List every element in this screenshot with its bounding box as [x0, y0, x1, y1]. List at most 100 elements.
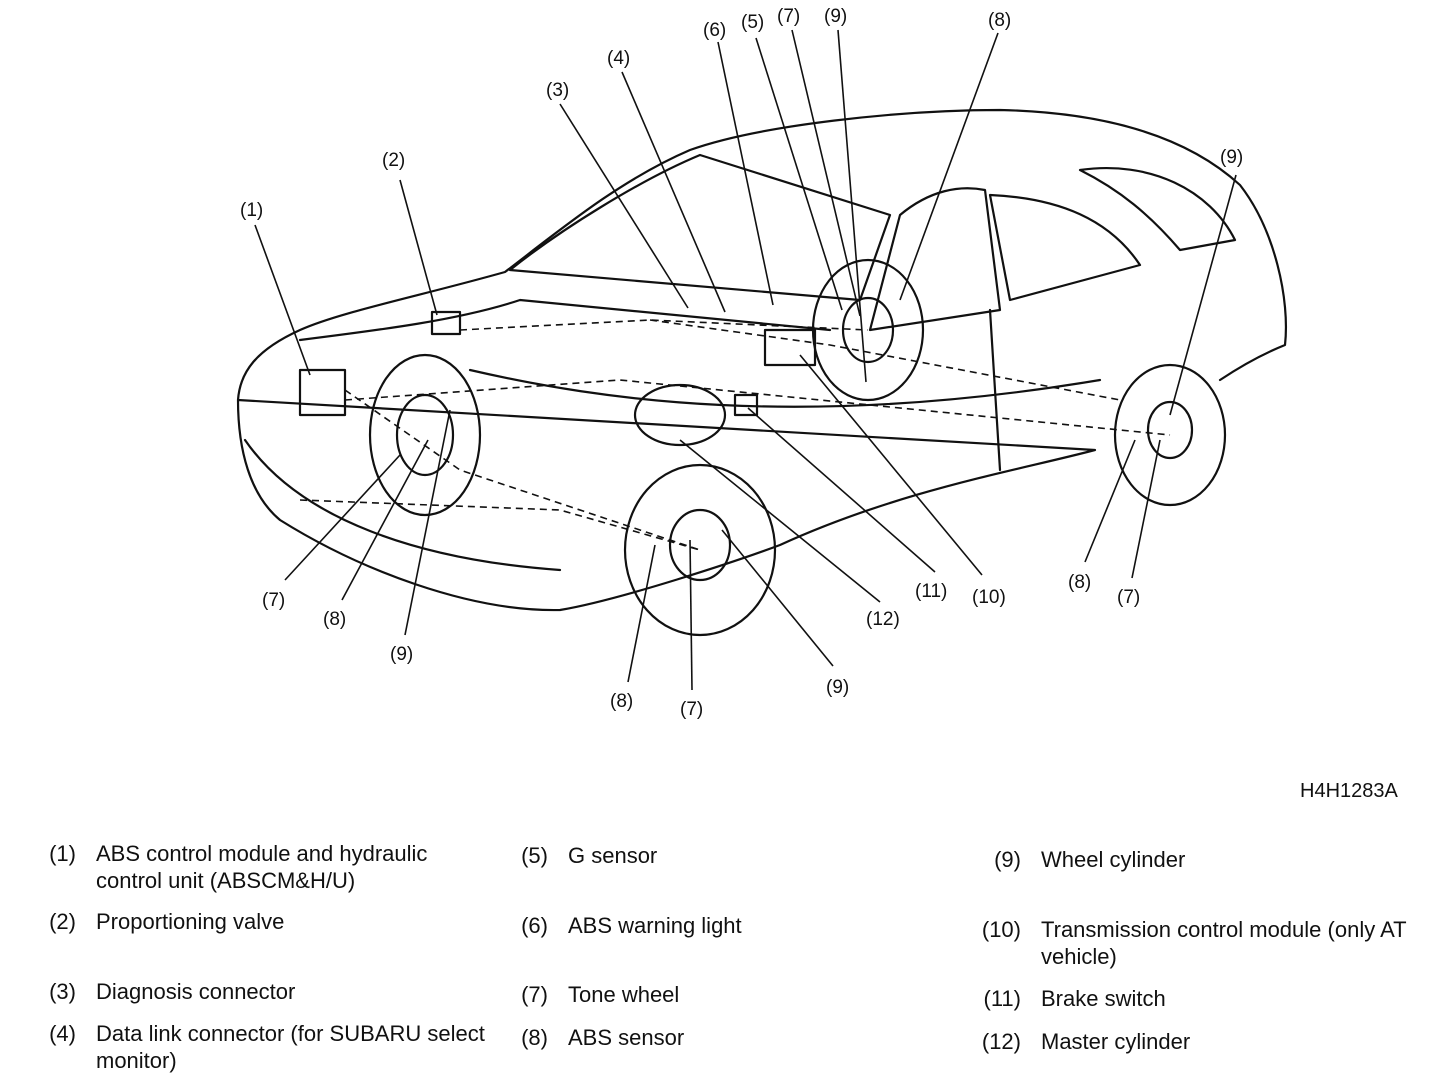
callout-8-top: (8): [988, 10, 1011, 31]
figure-code: H4H1283A: [1300, 780, 1398, 802]
legend-text: Transmission control module (only AT veh…: [1041, 917, 1407, 969]
brake-line-rear-left: [459, 319, 869, 331]
callout-7-front-right: (7): [680, 699, 703, 720]
side-window-rear: [988, 193, 1142, 302]
leader-8-rear: [1084, 439, 1136, 563]
harness-lower: [299, 499, 701, 551]
car-body-outline: [236, 108, 1288, 612]
rear-right-wheel: [1113, 363, 1227, 507]
sill-line: [468, 368, 1102, 408]
rear-window: [1078, 167, 1237, 252]
legend-text: ABS warning light: [568, 913, 742, 938]
callout-7-front-left: (7): [262, 590, 285, 611]
legend-number: (12): [981, 1029, 1021, 1054]
car-drawing: (1) (2) (3) (4) (6) (5) (7) (9) (8) (9) …: [236, 6, 1288, 720]
callout-9-front-left: (9): [390, 644, 413, 665]
legend-number: (7): [521, 982, 548, 1007]
legend-text: Brake switch: [1041, 986, 1166, 1011]
legend-item-6: (6) ABS warning light: [492, 912, 958, 939]
leader-12: [679, 439, 881, 603]
leader-9-rear: [1169, 174, 1237, 416]
callout-8-front-right: (8): [610, 691, 633, 712]
legend-text: Data link connector (for SUBARU select m…: [96, 1021, 485, 1073]
side-window-front: [868, 187, 1002, 332]
callout-12: (12): [866, 609, 900, 630]
hood-line: [298, 298, 832, 342]
leader-8-front-right: [627, 544, 656, 683]
leader-4: [621, 71, 726, 313]
legend-number: (1): [49, 841, 76, 866]
callout-8-rear: (8): [1068, 572, 1091, 593]
front-bumper: [243, 438, 562, 572]
windshield: [508, 153, 892, 302]
leader-6: [717, 41, 774, 306]
leader-9-front-left: [404, 409, 451, 636]
front-right-wheel: [623, 463, 777, 637]
callout-5: (5): [741, 12, 764, 33]
legend-text: ABS control module and hydraulic control…: [96, 841, 428, 893]
front-left-disc: [395, 393, 455, 477]
leader-8-top: [899, 32, 999, 301]
brake-switch: [733, 393, 759, 417]
abs-system-diagram: (1) (2) (3) (4) (6) (5) (7) (9) (8) (9) …: [236, 6, 1288, 720]
master-cylinder: [633, 383, 727, 447]
front-right-disc: [668, 508, 732, 582]
rear-left-disc: [841, 296, 895, 364]
door-line: [988, 308, 1002, 472]
abs-control-module: [298, 368, 347, 417]
legend-item-11: (11) Brake switch: [965, 985, 1436, 1012]
legend-item-10: (10) Transmission control module (only A…: [965, 916, 1436, 970]
legend-item-5: (5) G sensor: [492, 842, 958, 869]
callout-6: (6): [703, 20, 726, 41]
legend-item-8: (8) ABS sensor: [492, 1024, 958, 1051]
callout-1: (1): [240, 200, 263, 221]
callout-9-rear: (9): [1220, 147, 1243, 168]
proportioning-valve: [430, 310, 462, 336]
legend-text: Wheel cylinder: [1041, 847, 1186, 872]
legend-item-12: (12) Master cylinder: [965, 1028, 1436, 1055]
legend-number: (4): [49, 1021, 76, 1046]
leader-10: [799, 354, 983, 576]
leader-11: [747, 407, 936, 573]
leader-2: [399, 179, 438, 316]
legend-text: Proportioning valve: [96, 909, 285, 934]
transmission-control-module: [763, 328, 817, 367]
leader-7-front-right: [689, 539, 693, 691]
leader-7-top: [791, 29, 861, 317]
rear-right-disc: [1146, 400, 1194, 460]
legend-item-1: (1) ABS control module and hydraulic con…: [20, 840, 486, 894]
legend-number: (2): [49, 909, 76, 934]
front-left-wheel: [368, 353, 482, 517]
legend-text: Tone wheel: [568, 982, 680, 1007]
callout-2: (2): [382, 150, 405, 171]
legend-number: (11): [983, 986, 1022, 1011]
leader-1: [254, 224, 311, 376]
callouts: (1) (2) (3) (4) (6) (5) (7) (9) (8) (9) …: [240, 6, 1243, 720]
legend-number: (5): [521, 843, 548, 868]
sensor-harness: [649, 319, 1121, 401]
callout-9-front-right: (9): [826, 677, 849, 698]
brake-line-front: [344, 389, 701, 551]
legend-text: Diagnosis connector: [96, 979, 296, 1004]
callout-7-top: (7): [777, 6, 800, 27]
leader-7-rear: [1131, 439, 1161, 579]
callout-8-front-left: (8): [323, 609, 346, 630]
leader-8-front-left: [341, 439, 429, 601]
legend-item-7: (7) Tone wheel: [492, 981, 958, 1008]
legend-text: Master cylinder: [1041, 1029, 1191, 1054]
legend-item-3: (3) Diagnosis connector: [20, 978, 486, 1005]
legend-text: ABS sensor: [568, 1025, 685, 1050]
legend-text: G sensor: [568, 843, 658, 868]
legend-number: (6): [521, 913, 548, 938]
callout-7-rear: (7): [1117, 587, 1140, 608]
legend-number: (3): [49, 979, 76, 1004]
leader-5: [755, 37, 843, 311]
callout-10: (10): [972, 587, 1006, 608]
callout-3: (3): [546, 80, 569, 101]
legend-number: (8): [521, 1025, 548, 1050]
leader-7-front-left: [284, 454, 401, 581]
leader-9-front-right: [721, 529, 834, 667]
legend-item-4: (4) Data link connector (for SUBARU sele…: [20, 1020, 486, 1074]
legend-number: (10): [981, 917, 1021, 942]
legend-number: (9): [994, 847, 1021, 872]
